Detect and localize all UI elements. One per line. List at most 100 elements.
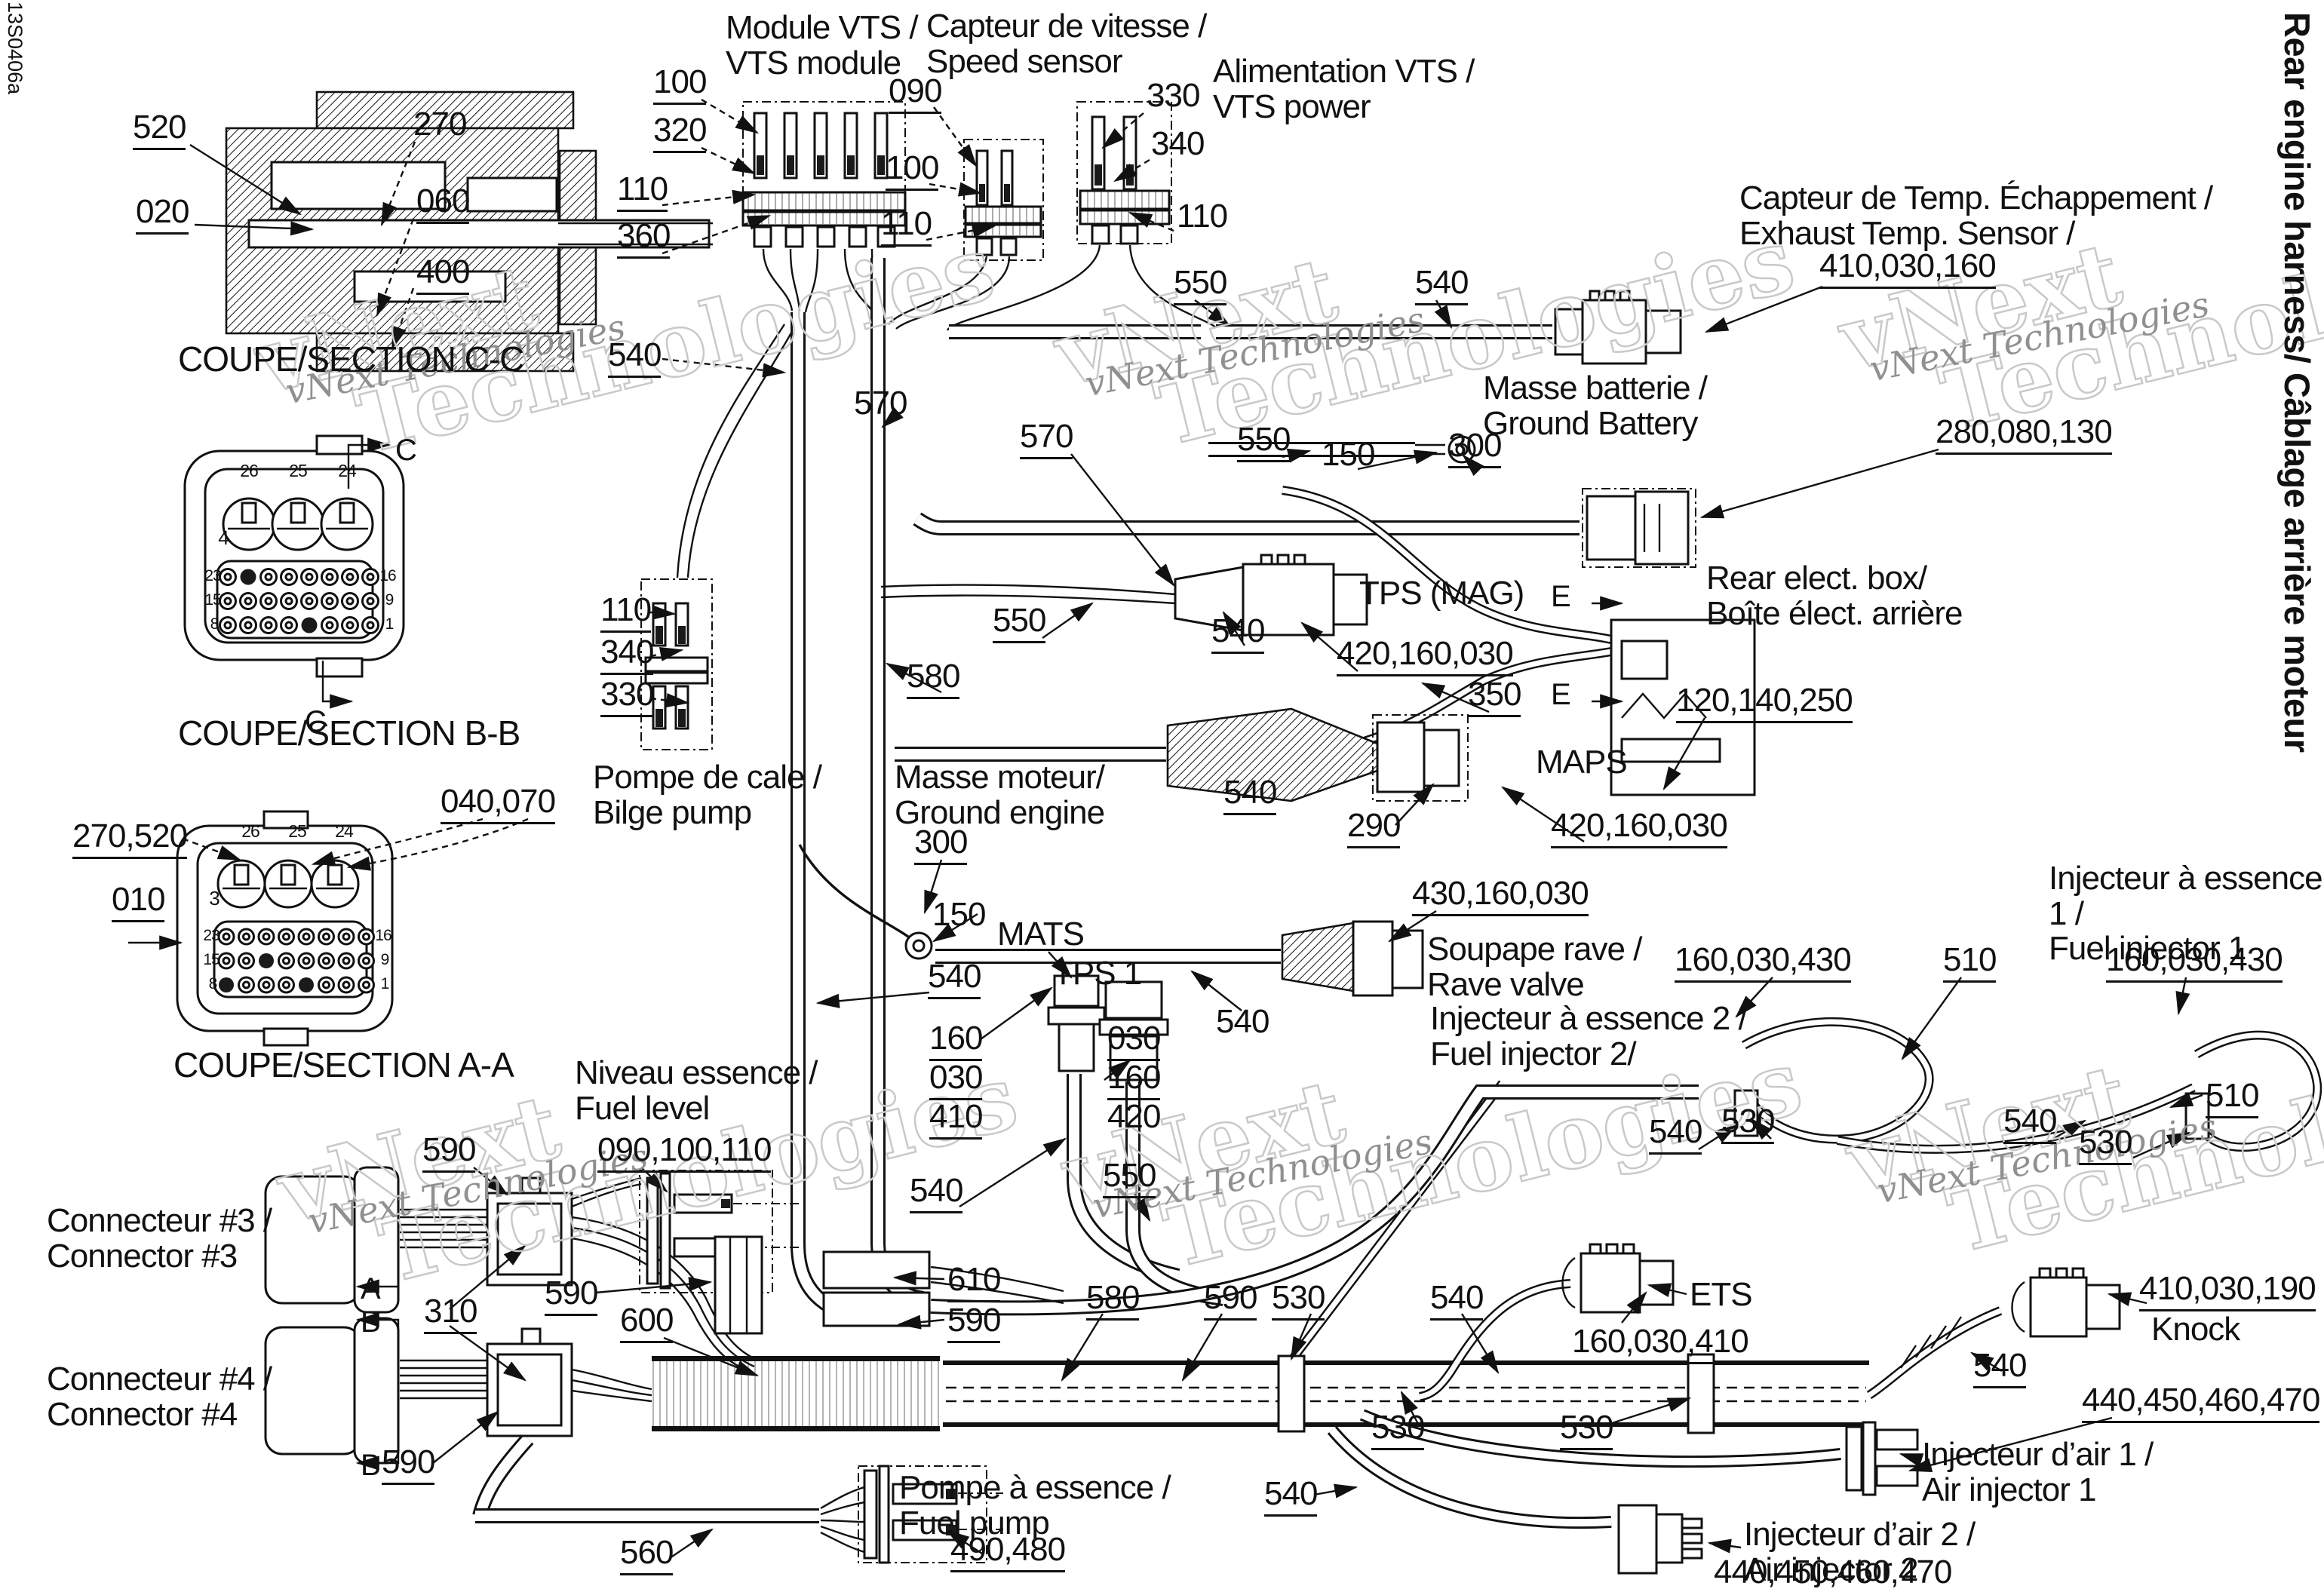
pin-bb-9: 9 bbox=[385, 591, 394, 609]
callout-610: 610 bbox=[947, 1262, 1001, 1302]
label-knock: Knock bbox=[2151, 1311, 2240, 1348]
callout-280-080-130: 280,080,130 bbox=[1936, 414, 2113, 455]
callout-310: 310 bbox=[424, 1293, 477, 1334]
callout-590-box: 590 bbox=[947, 1302, 1001, 1343]
callout-410-030-160: 410,030,160 bbox=[1819, 248, 1997, 289]
callout-160-tps1: 160 bbox=[1107, 1060, 1161, 1100]
label-tps-mag: TPS (MAG) bbox=[1359, 575, 1524, 612]
sleeve-610-590 bbox=[822, 1250, 931, 1327]
label-rave-valve: Soupape rave / Rave valve bbox=[1427, 931, 1642, 1003]
callout-400: 400 bbox=[416, 254, 470, 295]
callout-420-160-030-maps: 420,160,030 bbox=[1551, 808, 1728, 848]
marker-a: A bbox=[361, 1272, 381, 1305]
callout-570-a: 570 bbox=[854, 385, 907, 422]
vts-power-connector bbox=[1076, 101, 1172, 245]
ets-connector bbox=[1561, 1243, 1675, 1314]
label-ets: ETS bbox=[1690, 1276, 1753, 1313]
callout-570-b: 570 bbox=[1020, 419, 1073, 459]
callout-150-batt: 150 bbox=[1322, 436, 1375, 473]
leader-lines bbox=[189, 98, 2203, 1559]
marker-b2: B bbox=[361, 1449, 381, 1482]
callout-530-inj1: 530 bbox=[2079, 1124, 2132, 1165]
label-air-injector-2: Injecteur d’air 2 / Air injector 2 bbox=[1744, 1516, 1976, 1588]
callout-540-knock: 540 bbox=[1973, 1348, 2027, 1388]
label-speed-sensor: Capteur de vitesse / Speed sensor bbox=[926, 8, 1207, 80]
callout-160-030-430-inj2: 160,030,430 bbox=[1675, 942, 1852, 983]
callout-590-c3: 590 bbox=[422, 1132, 476, 1173]
pin-bb-26: 26 bbox=[240, 461, 259, 480]
caption-section-cc: COUPE/SECTION C-C bbox=[178, 339, 524, 379]
callout-440-450-460-470-top: 440,450,460,470 bbox=[2082, 1382, 2320, 1423]
callout-270: 270 bbox=[413, 106, 467, 143]
callout-270-520: 270,520 bbox=[72, 818, 188, 859]
mats-connector bbox=[1047, 974, 1106, 1072]
pin-bb-23: 23 bbox=[204, 567, 221, 584]
section-bb-drawing bbox=[183, 434, 405, 709]
exhaust-temp-connector bbox=[1554, 290, 1682, 365]
section-markers bbox=[355, 596, 1624, 1471]
callout-430-160-030: 430,160,030 bbox=[1412, 876, 1589, 916]
pin-bb-16: 16 bbox=[379, 567, 396, 584]
label-air-injector-1: Injecteur d’air 1 / Air injector 1 bbox=[1922, 1436, 2154, 1508]
callout-550-tps1: 550 bbox=[1103, 1158, 1156, 1198]
big-pin bbox=[320, 497, 374, 551]
pin-bb-24: 24 bbox=[338, 461, 357, 480]
tps-mag-connector bbox=[1174, 554, 1368, 637]
pin-aa-24: 24 bbox=[335, 821, 354, 841]
label-ground-engine: Masse moteur/ Ground engine bbox=[895, 759, 1105, 831]
pin-aa-26: 26 bbox=[241, 821, 260, 841]
speed-sensor-connector bbox=[963, 139, 1044, 261]
fuel-level-connector bbox=[639, 1170, 801, 1293]
callout-540-inj1: 540 bbox=[2003, 1103, 2057, 1144]
callout-110-module: 110 bbox=[617, 171, 668, 212]
pin bbox=[299, 977, 314, 992]
pin-aa-15: 15 bbox=[203, 951, 220, 968]
label-fuel-injector-2: Injecteur à essence 2 / Fuel injector 2/ bbox=[1430, 1000, 1748, 1072]
callout-540-maps: 540 bbox=[1223, 775, 1277, 815]
caption-section-bb: COUPE/SECTION B-B bbox=[178, 713, 520, 753]
pin-aa-8: 8 bbox=[208, 975, 218, 992]
callout-520: 520 bbox=[133, 109, 186, 150]
callout-160-030-430-inj1: 160,030,430 bbox=[2106, 942, 2283, 983]
callout-120-140-250: 120,140,250 bbox=[1676, 683, 1853, 723]
callout-020: 020 bbox=[136, 194, 189, 235]
callout-030-mats: 030 bbox=[929, 1060, 983, 1100]
label-fuel-pump: Pompe à essence / Fuel pump bbox=[899, 1469, 1171, 1541]
pin-bb-4: 4 bbox=[218, 526, 229, 549]
marker-c-top: C bbox=[395, 434, 417, 467]
callout-540-mats-top: 540 bbox=[928, 959, 981, 999]
callout-550-batt: 550 bbox=[1237, 422, 1291, 462]
label-vts-power: Alimentation VTS / VTS power bbox=[1213, 53, 1475, 125]
callout-540-matsbot: 540 bbox=[910, 1173, 963, 1213]
pin bbox=[240, 569, 256, 585]
callout-540-trunk: 540 bbox=[1430, 1280, 1484, 1321]
label-exhaust-temp-sensor: Capteur de Temp. Échappement / Exhaust T… bbox=[1739, 179, 2213, 252]
callout-060: 060 bbox=[416, 183, 470, 224]
sheet-code: 13S0406a bbox=[4, 2, 26, 95]
callout-590-trunk: 590 bbox=[1204, 1280, 1257, 1321]
callout-540-rave: 540 bbox=[1216, 1003, 1269, 1040]
callout-160-mats: 160 bbox=[929, 1020, 983, 1061]
pin-bb-1: 1 bbox=[385, 615, 394, 633]
marker-b1: B bbox=[361, 1305, 381, 1339]
label-maps: MAPS bbox=[1536, 744, 1628, 781]
callout-530-inj2: 530 bbox=[1721, 1103, 1775, 1144]
callout-540-tpsmag: 540 bbox=[1211, 613, 1265, 654]
label-fuel-level: Niveau essence / Fuel level bbox=[575, 1054, 818, 1127]
callout-510-inj1: 510 bbox=[2206, 1078, 2259, 1118]
callout-100-speed: 100 bbox=[886, 150, 939, 191]
pin-bb-8: 8 bbox=[210, 615, 220, 633]
callout-300-engine: 300 bbox=[914, 824, 968, 865]
callout-540-inj2: 540 bbox=[1649, 1114, 1702, 1155]
label-vts-module: Module VTS / VTS module bbox=[726, 9, 919, 81]
callout-540-sleeve: 540 bbox=[608, 337, 662, 378]
rear-elect-box bbox=[1610, 618, 1756, 796]
callout-410-mats: 410 bbox=[929, 1099, 983, 1140]
pin-bb-15: 15 bbox=[204, 591, 221, 609]
callout-490-480: 490,480 bbox=[950, 1532, 1066, 1572]
label-mats: MATS bbox=[997, 916, 1085, 952]
callout-440-450-460-470-bot: 440,450,460,470 bbox=[1714, 1554, 1952, 1589]
pin bbox=[301, 617, 318, 633]
fuel-pump-connector bbox=[858, 1465, 1003, 1564]
